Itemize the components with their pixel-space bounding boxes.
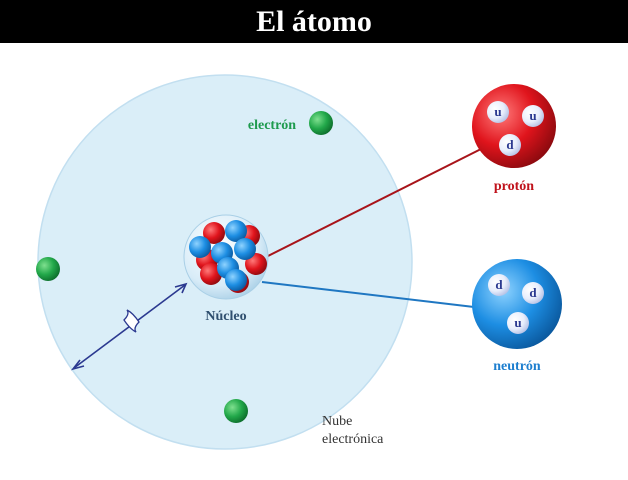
neutron-quark-3 bbox=[507, 312, 529, 334]
neutron-quark-1 bbox=[488, 274, 510, 296]
slide-title: El átomo bbox=[256, 4, 372, 38]
neutron-quark-label-1: d bbox=[495, 277, 503, 292]
neutron-connector-line bbox=[261, 281, 475, 308]
neutron: d d u bbox=[472, 259, 562, 349]
electron-left bbox=[36, 257, 60, 281]
electron-label: electrón bbox=[248, 118, 296, 133]
proton-quark-label-1: u bbox=[494, 104, 501, 119]
proton-quark-2 bbox=[522, 105, 544, 127]
cloud-label-line1: Nube bbox=[322, 414, 352, 429]
proton-quark-label-2: u bbox=[529, 108, 536, 123]
atom-diagram: u u d d d u electrón Núcleo Nube electró… bbox=[36, 74, 562, 450]
proton-quark-1 bbox=[487, 101, 509, 123]
neutron-label: neutrón bbox=[493, 359, 541, 374]
electron-top bbox=[309, 111, 333, 135]
proton-label: protón bbox=[494, 179, 534, 194]
cloud-label-line2: electrónica bbox=[322, 432, 384, 447]
title-bar: El átomo bbox=[0, 0, 628, 43]
proton-quark-3 bbox=[499, 134, 521, 156]
electron-bottom bbox=[224, 399, 248, 423]
neutron-quark-label-2: d bbox=[529, 285, 537, 300]
proton-connector-line bbox=[263, 147, 484, 259]
nucleus-label: Núcleo bbox=[205, 309, 246, 324]
radius-arrow bbox=[70, 282, 188, 371]
proton: u u d bbox=[472, 84, 556, 168]
neutron-quark-2 bbox=[522, 282, 544, 304]
axis-break-icon bbox=[123, 309, 140, 333]
neutron-quark-label-3: u bbox=[514, 315, 521, 330]
nucleus bbox=[183, 214, 269, 300]
proton-quark-label-3: d bbox=[506, 137, 514, 152]
